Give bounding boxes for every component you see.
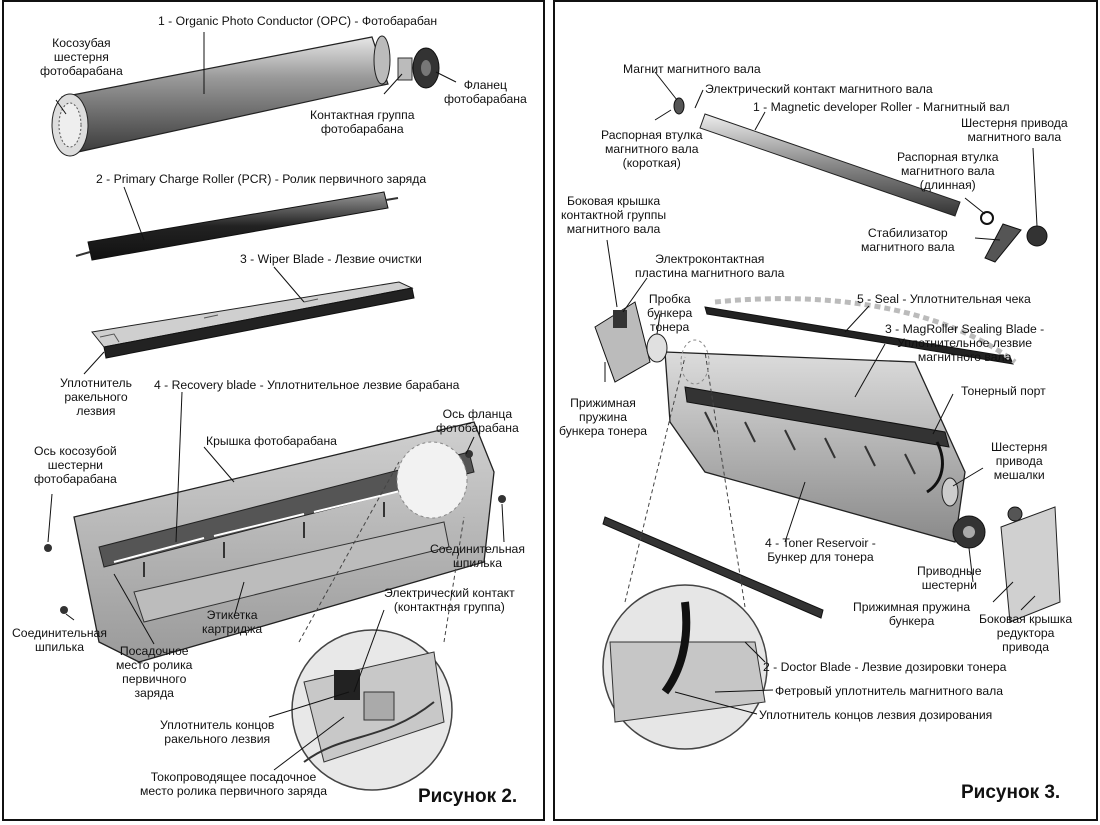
label-contact-plate: Электроконтактная пластина магнитного ва… [635,252,785,280]
label-pcr-seat: Посадочное место ролика первичного заряд… [116,644,193,700]
figure-3-drawing [594,71,1061,750]
label-blade-end-seal: Уплотнитель концов ракельного лезвия [160,718,275,746]
label-doctor-blade: 2 - Doctor Blade - Лезвие дозировки тоне… [763,660,1007,674]
label-opc: 1 - Organic Photo Conductor (OPC) - Фото… [158,14,438,28]
drive-gears [952,506,1061,623]
label-hopper-spring-right: Прижимная пружина бункера [853,600,971,628]
figure-2-leader-lines [47,32,505,771]
label-drive-gears: Приводные шестерни [917,564,982,592]
cartridge-body [44,421,506,663]
toner-reservoir [664,351,966,543]
seal-strip [704,296,1017,365]
wiper-blade [91,281,415,359]
label-spacer-short: Распорная втулка магнитного вала (коротк… [601,128,703,170]
opc-flange [397,47,440,89]
label-agitator-gear: Шестерня привода мешалки [991,440,1048,482]
label-flange-axis: Ось фланца фотобарабана [436,407,519,435]
doctor-blade [602,516,824,619]
pcr-roller [75,191,399,261]
zoom-circle-detail [291,461,465,791]
label-mag-roller: 1 - Magnetic developer Roller - Магнитны… [753,100,1010,114]
magnetic-roller [673,97,1048,247]
label-gear-side-cover: Боковая крышка редуктора привода [979,612,1073,654]
label-drum-cover: Крышка фотобарабана [206,434,337,448]
label-mag-contact: Электрический контакт магнитного вала [705,82,933,96]
label-mag-sealing-blade: 3 - MagRoller Sealing Blade - Уплотнител… [885,322,1045,364]
label-side-cover-contact: Боковая крышка контактной группы магнитн… [561,194,667,236]
label-recovery: 4 - Recovery blade - Уплотнительное лезв… [154,378,460,392]
hopper-plug [646,333,668,363]
opc-drum [51,35,391,157]
label-conductive-seat: Токопроводящее посадочное место ролика п… [140,770,327,798]
label-opc-gear: Косозубая шестерня фотобарабана [40,36,123,78]
label-stabilizer: Стабилизатор магнитного вала [861,226,955,254]
contact-side-cover [594,301,651,383]
label-opc-contact: Контактная группа фотобарабана [310,108,415,136]
label-connecting-pin-right: Соединительная шпилька [430,542,525,570]
label-hopper-spring-left: Прижимная пружина бункера тонера [559,396,648,438]
label-doctor-end-seal: Уплотнитель концов лезвия дозирования [759,708,993,722]
label-opc-flange: Фланец фотобарабана [444,78,527,106]
label-spacer-long: Распорная втулка магнитного вала (длинна… [897,150,999,192]
label-seal: 5 - Seal - Уплотнительная чека [857,292,1031,306]
zoom-circle-contact [396,441,468,519]
label-cartridge-label: Этикетка картриджа [202,608,263,636]
label-hopper-plug: Пробка бункера тонера [647,292,693,334]
label-toner-reservoir: 4 - Toner Reservoir - Бункер для тонера [765,536,876,564]
label-pcr: 2 - Primary Charge Roller (PCR) - Ролик … [96,172,427,186]
label-gear-axis: Ось косозубой шестерни фотобарабана [34,444,117,486]
label-mag-magnet: Магнит магнитного вала [623,62,761,76]
figure-2-caption: Рисунок 2. [418,786,518,807]
label-wiper: 3 - Wiper Blade - Лезвие очистки [240,252,422,266]
figure-3-leader-lines [604,71,1038,715]
label-mag-gear: Шестерня привода магнитного вала [961,116,1068,144]
figure-3-panel: Магнит магнитного вала Электрический кон… [553,0,1098,821]
label-wiper-seal: Уплотнитель ракельного лезвия [60,376,132,418]
label-connecting-pin-left: Соединительная шпилька [12,626,107,654]
zoom-circle-detail [602,339,768,750]
stabilizer [984,223,1022,263]
label-felt-seal: Фетровый уплотнитель магнитного вала [775,684,1004,698]
figure-2-drawing [44,32,506,791]
label-electric-contact: Электрический контакт (контактная группа… [384,586,515,614]
label-toner-port: Тонерный порт [961,384,1046,398]
figure-3-caption: Рисунок 3. [961,782,1061,803]
figure-2-panel: 1 - Organic Photo Conductor (OPC) - Фото… [2,0,545,821]
